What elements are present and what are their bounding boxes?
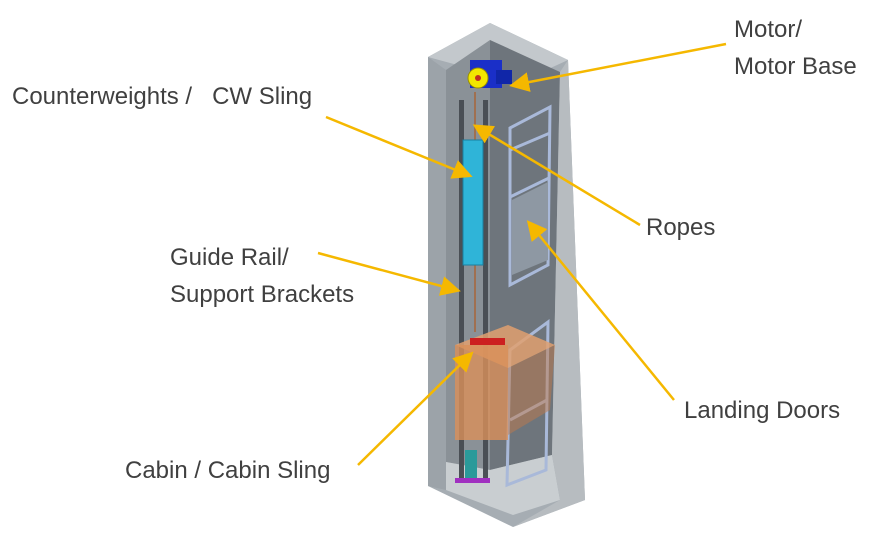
label-guide-rail-line1: Guide Rail/: [170, 244, 289, 271]
label-counterweights: Counterweights / CW Sling: [12, 83, 313, 110]
motor: [467, 60, 512, 89]
arrow-motor: [509, 42, 727, 92]
label-ropes: Ropes: [646, 214, 716, 241]
arrow-cabin: [357, 351, 474, 466]
arrow-guide-rail: [317, 251, 461, 296]
label-landing-doors: Landing Doors: [684, 397, 841, 424]
arrow-ropes: [472, 124, 641, 227]
label-motor-line2: Motor Base: [734, 53, 857, 80]
arrow-counterweights: [325, 115, 473, 179]
counterweight: [462, 139, 484, 266]
leader-arrows: [317, 42, 727, 466]
label-cabin: Cabin / Cabin Sling: [125, 457, 331, 484]
label-motor-line1: Motor/: [734, 16, 803, 43]
cabin: [455, 325, 555, 483]
label-guide-rail-line2: Support Brackets: [170, 281, 355, 308]
arrow-landing-doors: [526, 220, 675, 401]
